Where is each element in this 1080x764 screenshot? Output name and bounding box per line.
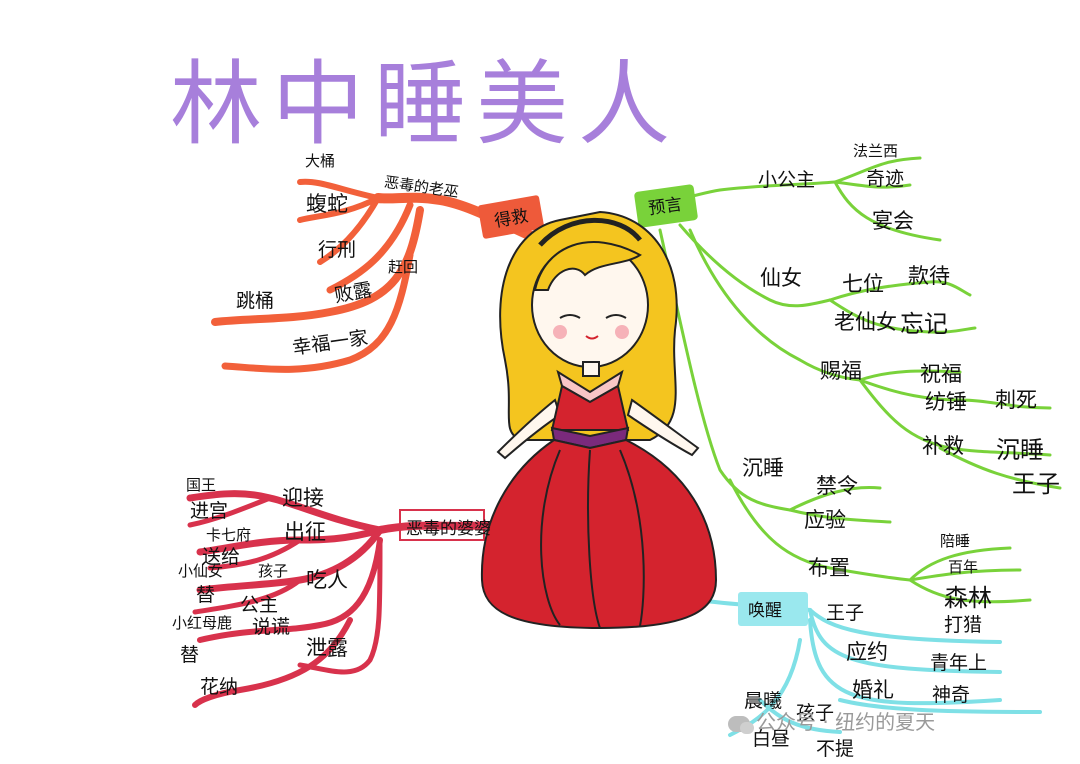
awakening-hub: 唤醒 <box>748 601 782 621</box>
watermark-text: 公众号 · 纽约的夏天 <box>756 710 936 734</box>
blessing-child-3: 刺死 <box>995 388 1037 412</box>
girl-blush-right <box>615 325 629 339</box>
girl-arm-left <box>496 398 562 460</box>
awakening-item-10: 不提 <box>816 738 855 760</box>
little-princess-child-2: 奇迹 <box>866 168 905 190</box>
evil-mother-hub-box <box>399 509 485 541</box>
awakening-item-7: 晨曦 <box>744 690 783 712</box>
evil-mother-item-16: 花纳 <box>200 676 239 698</box>
blessing-node: 赐福 <box>820 359 862 383</box>
fairy-child-1: 七位 <box>842 272 884 296</box>
page-title: 林中睡美人 <box>170 51 681 158</box>
evil-mother-item-6: 送给 <box>202 546 241 568</box>
deliverance-leaf-1: 大桶 <box>305 152 336 170</box>
prophecy-hub-box <box>634 184 698 228</box>
evil-mother-item-5: 卡七府 <box>206 526 252 544</box>
awakening-item-2: 打猎 <box>944 614 983 636</box>
evil-mother-item-9: 小仙女 <box>178 562 224 580</box>
girl-blush-left <box>553 325 567 339</box>
prophecy-branch-lines <box>638 156 1062 604</box>
sleep-child-4: 陪睡 <box>940 532 971 550</box>
sleeping-beauty-figure <box>480 210 718 630</box>
evil-mother-item-1: 国王 <box>186 476 217 494</box>
sleep-node: 沉睡 <box>742 456 784 480</box>
little-princess-child-3: 宴会 <box>872 209 914 233</box>
awakening-item-3: 应约 <box>846 640 888 664</box>
little-princess-child-1: 法兰西 <box>853 142 899 160</box>
deliverance-leaf-6: 跳桶 <box>236 290 275 312</box>
sleep-child-5: 百年 <box>948 558 979 576</box>
awakening-item-6: 神奇 <box>932 684 971 706</box>
blessing-child-4: 补救 <box>922 434 964 458</box>
girl-arm-right <box>626 398 700 457</box>
evil-mother-item-11: 公主 <box>240 594 279 616</box>
watermark: 公众号 · 纽约的夏天 <box>728 706 935 735</box>
wechat-icon <box>728 715 754 734</box>
awakening-item-4: 青年上 <box>930 652 988 674</box>
evil-mother-item-12: 小红母鹿 <box>172 614 233 632</box>
awakening-item-1: 王子 <box>826 602 865 624</box>
evil-mother-item-7: 孩子 <box>258 562 289 580</box>
evil-mother-item-15: 泄露 <box>306 636 348 660</box>
evil-mother-item-3: 迎接 <box>282 486 324 510</box>
evil-mother-branch-lines <box>186 490 494 708</box>
awakening-hub-box <box>738 592 808 626</box>
sleep-child-6: 森林 <box>944 584 992 612</box>
blessing-child-2: 纺锤 <box>925 390 967 414</box>
deliverance-hub-box <box>477 195 545 239</box>
blessing-child-1: 祝福 <box>920 362 962 386</box>
evil-mother-item-14: 替 <box>180 644 200 666</box>
deliverance-leaf-3: 行刑 <box>318 239 357 261</box>
evil-mother-item-8: 吃人 <box>306 568 348 592</box>
blessing-child-5: 沉睡 <box>996 436 1044 464</box>
deliverance-leaf-2: 蝮蛇 <box>306 192 348 216</box>
evil-mother-hub: 恶毒的婆婆 <box>406 519 491 539</box>
fairy-child-3: 老仙女 <box>834 310 897 334</box>
blessing-child-6: 王子 <box>1012 470 1060 498</box>
little-princess-node: 小公主 <box>758 169 816 191</box>
sleep-child-1: 禁令 <box>816 474 858 498</box>
girl-bangs <box>533 241 642 291</box>
evil-mother-item-4: 出征 <box>284 520 326 544</box>
sleep-child-3: 布置 <box>808 556 850 580</box>
deliverance-leaf-4: 赶回 <box>388 258 419 276</box>
girl-eye-left <box>559 314 581 319</box>
awakening-item-5: 婚礼 <box>852 678 894 702</box>
fairy-child-4: 忘记 <box>900 310 948 338</box>
awakening-item-8: 孩子 <box>796 702 835 724</box>
girl-bodice <box>550 384 630 431</box>
evil-mother-item-10: 替 <box>196 584 216 606</box>
fairy-child-2: 款待 <box>908 264 950 288</box>
deliverance-branch-lines <box>211 178 545 373</box>
girl-mouth <box>585 335 599 340</box>
evil-mother-item-13: 说谎 <box>252 616 291 638</box>
evil-mother-item-2: 进宫 <box>190 500 229 522</box>
girl-eye-right <box>605 314 627 319</box>
girl-skirt <box>480 438 718 630</box>
awakening-item-9: 白昼 <box>752 728 791 750</box>
girl-crown <box>538 217 642 247</box>
sleep-child-2: 应验 <box>804 508 846 532</box>
fairy-node: 仙女 <box>760 266 802 290</box>
